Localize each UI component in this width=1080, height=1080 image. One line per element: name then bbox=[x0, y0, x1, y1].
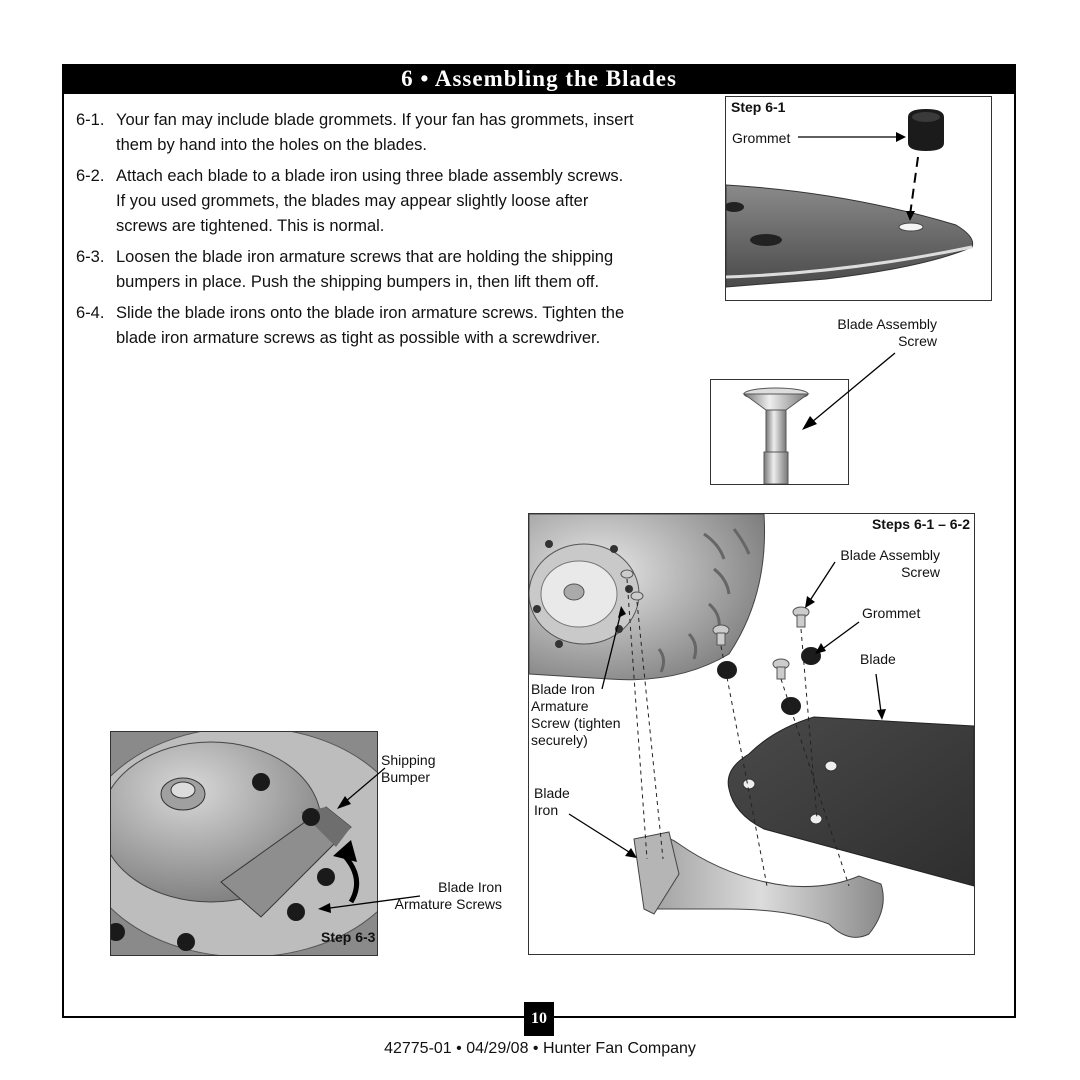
armature-screw-label: Blade Iron Armature Screw (tighten secur… bbox=[531, 681, 621, 748]
blade-iron-label: Blade Iron bbox=[534, 785, 570, 818]
step-label: Steps 6-1 – 6-2 bbox=[871, 516, 970, 532]
grommet-label: Grommet bbox=[732, 130, 791, 146]
screw-illustration bbox=[742, 387, 810, 484]
bumper-illustration bbox=[111, 732, 377, 955]
screw-figure bbox=[710, 379, 849, 485]
instruction-number: 6-1. bbox=[76, 111, 105, 129]
shipping-bumper-label: Shipping Bumper bbox=[381, 752, 436, 785]
grommet-label: Grommet bbox=[862, 605, 921, 621]
instruction-number: 6-3. bbox=[76, 248, 105, 266]
instruction-number: 6-2. bbox=[76, 167, 105, 185]
instruction-text: Your fan may include blade grommets. If … bbox=[116, 111, 634, 154]
instruction-number: 6-4. bbox=[76, 304, 105, 322]
step-label: Step 6-3 bbox=[321, 929, 376, 945]
instruction-item: 6-1. Your fan may include blade grommets… bbox=[76, 108, 636, 158]
assembly-figure: Steps 6-1 – 6-2 Blade Assembly Screw Gro… bbox=[528, 513, 975, 955]
blade-label: Blade bbox=[860, 651, 896, 667]
footer: 42775-01 • 04/29/08 • Hunter Fan Company bbox=[384, 1040, 696, 1057]
page-number: 10 bbox=[524, 1002, 554, 1036]
blade-assembly-screw-label: Blade Assembly Screw bbox=[840, 547, 940, 580]
instruction-list: 6-1. Your fan may include blade grommets… bbox=[76, 108, 636, 357]
section-title: 6 • Assembling the Blades bbox=[62, 64, 1016, 94]
screw-label: Blade Assembly Screw bbox=[837, 316, 937, 349]
instruction-item: 6-4. Slide the blade irons onto the blad… bbox=[76, 301, 636, 351]
screw-pointer-arrow bbox=[802, 352, 896, 430]
bumper-figure bbox=[110, 731, 378, 956]
assembly-illustration bbox=[529, 514, 974, 938]
grommet-figure: Step 6-1 Grommet bbox=[725, 96, 992, 301]
instruction-item: 6-3. Loosen the blade iron armature scre… bbox=[76, 245, 636, 295]
bumper-pointer-arrows bbox=[318, 767, 421, 913]
instruction-item: 6-2. Attach each blade to a blade iron u… bbox=[76, 164, 636, 239]
grommet-illustration bbox=[726, 109, 974, 288]
instruction-text: Attach each blade to a blade iron using … bbox=[116, 167, 624, 235]
armature-screws-label: Blade Iron Armature Screws bbox=[394, 879, 502, 912]
step-label: Step 6-1 bbox=[731, 99, 786, 115]
instruction-text: Slide the blade irons onto the blade iro… bbox=[116, 304, 625, 347]
instruction-text: Loosen the blade iron armature screws th… bbox=[116, 248, 614, 291]
